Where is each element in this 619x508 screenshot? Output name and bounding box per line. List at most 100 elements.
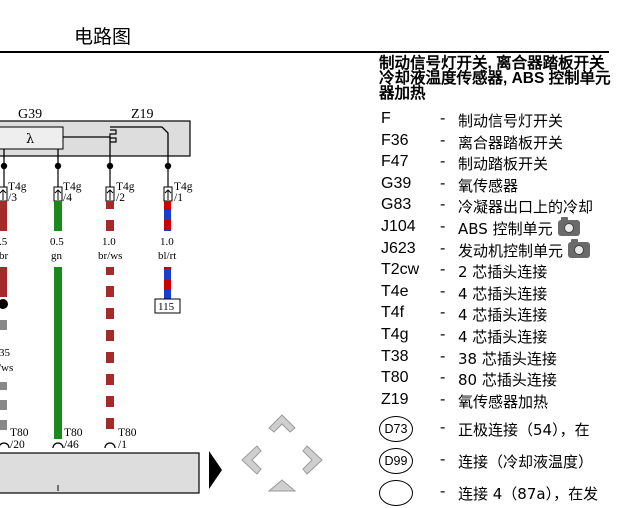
connector-label: T4g [174,181,193,193]
connector-pin: /2 [116,192,125,204]
control-unit-housing [0,452,200,494]
camera-icon[interactable] [568,238,591,258]
splice-point [0,299,8,309]
connector-pin: /4 [63,192,72,204]
legend-code: F36 [381,131,409,149]
connection-badge[interactable] [379,480,413,507]
legend-description-text: 氧传感器 [458,176,519,195]
t80-pin: /46 [64,439,79,451]
legend-dash: - [440,451,446,469]
legend-dash: - [440,261,446,279]
wire-br-ws-lower [106,267,114,439]
t80-label: T80 [64,427,83,439]
legend-description: 连接（冷却液温度） [458,453,594,472]
legend-item: T4g-4 芯插头连接 [379,326,619,348]
legend-item: T2cw -2 芯插头连接 [379,261,619,283]
heater-element-icon [109,129,117,143]
circuit-diagram: G39 Z19 λ T4g /3 T4g /4 T4g /2 T4g /1 [0,107,323,494]
connection-badge[interactable]: D99 [379,448,413,475]
legend-dash: - [440,239,446,257]
legend-item: T4f-4 芯插头连接 [379,304,619,326]
t80-plug-icons [0,442,116,449]
header-divider [0,51,609,53]
legend-dash: - [440,131,446,149]
legend-code: G83 [381,196,412,214]
legend-description-text: 离合器踏板开关 [458,133,564,152]
legend-code: T4e [381,282,409,300]
wire-size: 35 [0,347,11,359]
legend-item: T4e-4 芯插头连接 [379,283,619,305]
pan-left-icon[interactable] [241,445,262,475]
pan-right-icon[interactable] [302,445,323,475]
legend-description: 38 芯插头连接 [458,348,557,369]
wire-br-ws [106,201,114,231]
legend-code: J104 [381,217,416,235]
legend-connection-item: D73-正极连接（54），在 [379,416,619,444]
wire-gray-ws [0,312,7,340]
page-title: 电路图 [74,26,132,48]
legend-heading-line: 制动信号灯开关, 离合器踏板开关 [379,55,605,72]
legend-description-text: 80 芯插头连接 [458,371,557,390]
legend-code: T4f [381,304,405,322]
legend-description-text: 4 芯插头连接 [458,327,548,346]
g39-label: G39 [18,107,42,122]
legend-description: 连接 4（87a），在发 [458,485,599,504]
legend-code: T80 [381,369,409,387]
component-legend: 制动信号灯开关, 离合器踏板开关 冷却液温度传感器, ABS 控制单元 器加热 … [379,55,619,507]
legend-description-text: 2 芯插头连接 [458,263,548,282]
wire-bl-rt [164,201,171,231]
connector-label: T4g [63,181,82,193]
legend-item: F36 -离合器踏板开关 [379,132,619,154]
legend-code: T2cw [381,261,420,279]
connector-label: T4g [8,181,27,193]
legend-code: T4g [381,325,409,343]
pin-dots [0,162,172,170]
legend-dash: - [440,390,446,408]
next-page-arrow-icon[interactable] [209,451,222,489]
legend-item: T80-80 芯插头连接 [379,369,619,391]
legend-description: 氧传感器 [458,175,518,196]
legend-description-text: 发动机控制单元 [458,241,564,260]
legend-heading: 制动信号灯开关, 离合器踏板开关 冷却液温度传感器, ABS 控制单元 器加热 [379,55,619,102]
legend-description: 离合器踏板开关 [458,132,563,153]
legend-item: F -制动信号灯开关 [379,110,619,132]
wire-gn-lower [54,267,62,439]
legend-item: T38-38 芯插头连接 [379,348,619,370]
legend-dash: - [440,217,446,235]
legend-description-text: 4 芯插头连接 [458,306,548,325]
legend-description: 制动信号灯开关 [458,110,563,131]
connection-badge[interactable]: D73 [379,416,413,443]
ref-box-label: 115 [158,301,175,313]
legend-item: Z19-氧传感器加热 [379,391,619,413]
legend-heading-line: 冷却液温度传感器, ABS 控制单元 [379,70,611,87]
legend-description: ABS 控制单元 [458,216,580,239]
wire-br-lower [0,267,7,297]
legend-dash: - [440,196,446,214]
t80-label: T80 [10,427,29,439]
wire-size: 0.5 [50,236,64,248]
legend-item: J104 -ABS 控制单元 [379,216,619,240]
legend-code: G39 [381,174,412,192]
legend-description: 正极连接（54），在 [458,421,590,440]
t80-pin: /20 [10,439,25,451]
legend-code: F [381,110,391,127]
pan-control[interactable] [241,414,323,492]
camera-icon[interactable] [557,216,580,236]
legend-connection-item: -连接 4（87a），在发 [379,480,619,508]
legend-dash: - [440,110,446,127]
legend-description: 制动踏板开关 [458,153,548,174]
pan-down-icon[interactable] [267,479,297,492]
t80-pin: /1 [118,439,127,451]
wire-color: /ws [0,362,13,374]
wire-color: br [0,250,9,262]
pan-up-icon[interactable] [268,414,296,433]
t80-label: T80 [118,427,137,439]
legend-description: 80 芯插头连接 [458,369,557,390]
legend-dash: - [440,153,446,171]
ref-box [154,298,181,314]
legend-item: G83-冷凝器出口上的冷却 [379,196,619,218]
title-bar: 电路图 [0,0,609,53]
thin-wires [3,168,169,187]
legend-description: 4 芯插头连接 [458,283,547,304]
